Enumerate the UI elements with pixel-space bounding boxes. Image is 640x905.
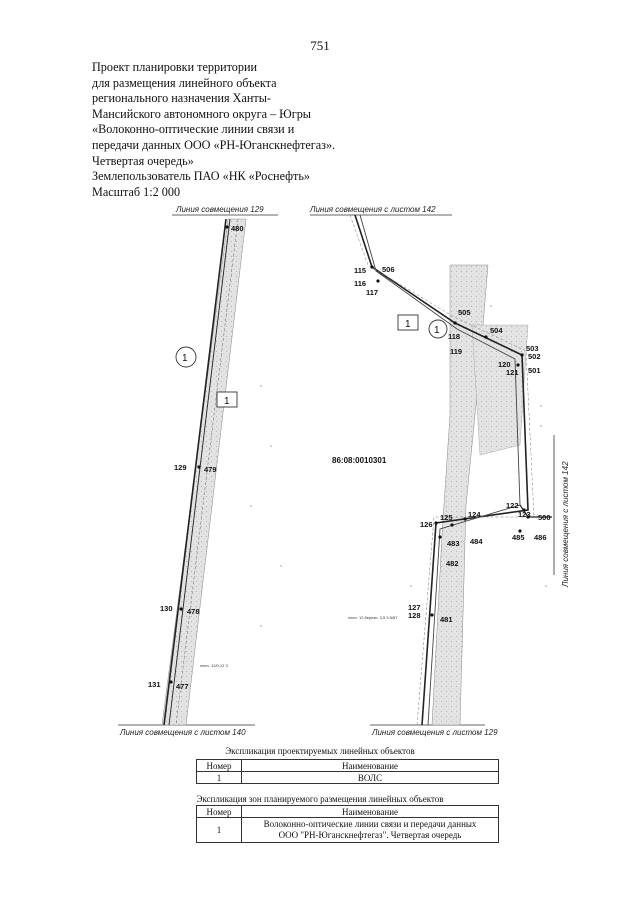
- object-marker-label: 1: [405, 319, 411, 330]
- header-line: Мансийского автономного округа – Югры: [92, 106, 311, 121]
- right-road-zone: [431, 264, 489, 726]
- zone-marker-circle: [428, 319, 448, 339]
- point-label: 127: [408, 603, 421, 612]
- table-cell-line: Волоконно-оптические линии связи и перед…: [263, 819, 477, 829]
- object-marker-box: [216, 391, 238, 408]
- point-label: 480: [231, 224, 244, 233]
- zone-marker-circle: [175, 346, 197, 368]
- header-line: «Волоконно-оптические линии связи и: [92, 122, 295, 137]
- header-line: регионального назначения Ханты-: [92, 91, 271, 106]
- cadastral-number: 86:08:0010301: [332, 456, 387, 465]
- point-label: 504: [490, 326, 503, 335]
- table-cell: ВОЛС: [241, 771, 499, 784]
- point-label: 484: [470, 537, 483, 546]
- object-marker-label: 1: [224, 396, 230, 407]
- table-row: 1 ВОЛС: [196, 771, 499, 784]
- point-markers: [169, 225, 530, 684]
- point-label: 117: [366, 288, 378, 297]
- table-header-cell: Номер: [196, 759, 242, 772]
- table-header-cell: Наименование: [241, 805, 499, 818]
- header-line: передачи данных ООО «РН-Юганскнефтегаз».: [92, 137, 336, 152]
- left-cable-line: [163, 218, 227, 726]
- point-label: 119: [450, 347, 462, 356]
- header-line: для размещения линейного объекта: [92, 75, 277, 90]
- table-header-row: Номер Наименование: [196, 759, 499, 772]
- planning-map: Линия совмещения 129 Линия совмещения с …: [110, 205, 570, 745]
- zone-marker-label: 1: [182, 353, 188, 364]
- point-label: 130: [160, 604, 173, 613]
- point-label: 485: [512, 533, 525, 542]
- match-label-right: Линия совмещения с листом 142: [561, 461, 570, 588]
- table-cell: Волоконно-оптические линии связи и перед…: [241, 817, 499, 843]
- table1-title: Экспликация проектируемых линейных объек…: [225, 746, 415, 756]
- header-line: Четвертая очередь»: [92, 153, 194, 168]
- document-header: Проект планировки территории для размеще…: [92, 60, 335, 200]
- table-row: 1 Волоконно-оптические линии связи и пер…: [196, 817, 499, 843]
- point-label: 116: [354, 279, 366, 288]
- point-label: 120: [498, 360, 511, 369]
- zones-table: Номер Наименование 1 Волоконно-оптически…: [196, 805, 499, 843]
- page-number: 751: [310, 38, 330, 53]
- map-canvas: Линия совмещения 129 Линия совмещения с …: [118, 205, 570, 737]
- point-label: 126: [420, 520, 433, 529]
- point-label: 505: [458, 308, 471, 317]
- header-line: Проект планировки территории: [92, 60, 258, 74]
- survey-ticks: [249, 304, 548, 628]
- projected-objects-table: Номер Наименование 1 ВОЛС: [196, 759, 499, 784]
- point-label: 483: [447, 539, 460, 548]
- match-label-bottom-right: Линия совмещения с листом 129: [371, 728, 498, 737]
- header-line: Землепользователь ПАО «НК «Роснефть»: [92, 169, 311, 184]
- left-cable-line: [168, 218, 231, 726]
- point-label: 122: [506, 501, 519, 510]
- point-label: 121: [506, 368, 519, 377]
- table-cell: 1: [196, 817, 242, 843]
- point-label: 128: [408, 611, 421, 620]
- match-label-top-right: Линия совмещения с листом 142: [309, 205, 436, 214]
- point-label: 502: [528, 352, 541, 361]
- zone-marker-label: 1: [434, 325, 440, 336]
- table-header-cell: Номер: [196, 805, 242, 818]
- point-label: 477: [176, 682, 189, 691]
- point-label: 501: [528, 366, 541, 375]
- match-label-top-left: Линия совмещения 129: [175, 205, 264, 214]
- point-label: 481: [440, 615, 453, 624]
- table-cell: 1: [196, 771, 242, 784]
- point-label: 115: [354, 266, 366, 275]
- point-label: 478: [187, 607, 200, 616]
- right-cable-route: [359, 214, 521, 726]
- point-label: 486: [534, 533, 547, 542]
- forest-note: лесн. 12/0,12 3: [200, 663, 228, 668]
- table-cell-line: ООО "РН-Юганскнефтегаз". Четвертая очере…: [278, 830, 462, 840]
- point-label: 503: [526, 344, 539, 353]
- table2-title: Экспликация зон планируемого размещения …: [196, 794, 444, 804]
- point-label: 506: [382, 265, 395, 274]
- point-label: 479: [204, 465, 217, 474]
- point-label: 129: [174, 463, 187, 472]
- point-label: 124: [468, 510, 481, 519]
- point-label: 500: [538, 513, 551, 522]
- point-label: 118: [448, 332, 460, 341]
- header-scale: Масштаб 1:2 000: [92, 184, 181, 199]
- object-marker-box: [397, 314, 419, 331]
- right-area-zone: [471, 324, 529, 456]
- point-label: 482: [446, 559, 459, 568]
- point-label: 131: [148, 680, 161, 689]
- point-label: 123: [518, 510, 531, 519]
- table-header-cell: Наименование: [241, 759, 499, 772]
- table-header-row: Номер Наименование: [196, 805, 499, 818]
- forest-note: лесн. 12 березн. 3,5 3 8/87: [348, 615, 398, 620]
- point-label: 125: [440, 513, 453, 522]
- match-label-bottom-left: Линия совмещения с листом 140: [119, 728, 246, 737]
